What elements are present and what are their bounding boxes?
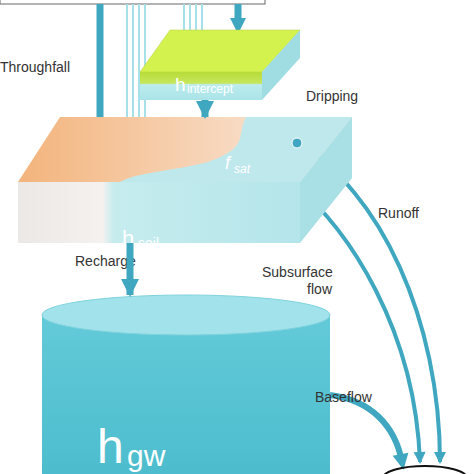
groundwater-store: hgw — [42, 295, 330, 474]
interception-store: hintercept — [140, 30, 300, 100]
store-symbol: h — [97, 423, 124, 471]
flux-label: Subsurface flow — [262, 264, 332, 298]
baseflow-arrow — [330, 395, 402, 462]
flux-label: Throughfall — [0, 59, 90, 76]
canopy-box — [0, 0, 265, 4]
flux-label: Baseflow — [315, 389, 395, 406]
flux-arrow — [127, 243, 134, 295]
store-symbol: intercept — [187, 83, 233, 95]
store-symbol: h — [175, 75, 186, 94]
flux-label: Dripping — [306, 88, 386, 105]
store-symbol: sat — [234, 163, 250, 175]
slab-outline — [18, 117, 352, 243]
store-symbol: soil — [138, 236, 159, 250]
flux-arrow — [202, 100, 209, 117]
store-symbol: f — [225, 154, 230, 172]
store-symbol: gw — [127, 441, 165, 471]
slab-outline — [42, 295, 330, 474]
flux-label: Runoff — [378, 205, 438, 222]
soil-store: hsoilfsat — [18, 117, 352, 243]
interception-arrow — [235, 4, 242, 26]
stream-outline — [383, 466, 467, 474]
flux-label: Recharge — [75, 253, 155, 270]
